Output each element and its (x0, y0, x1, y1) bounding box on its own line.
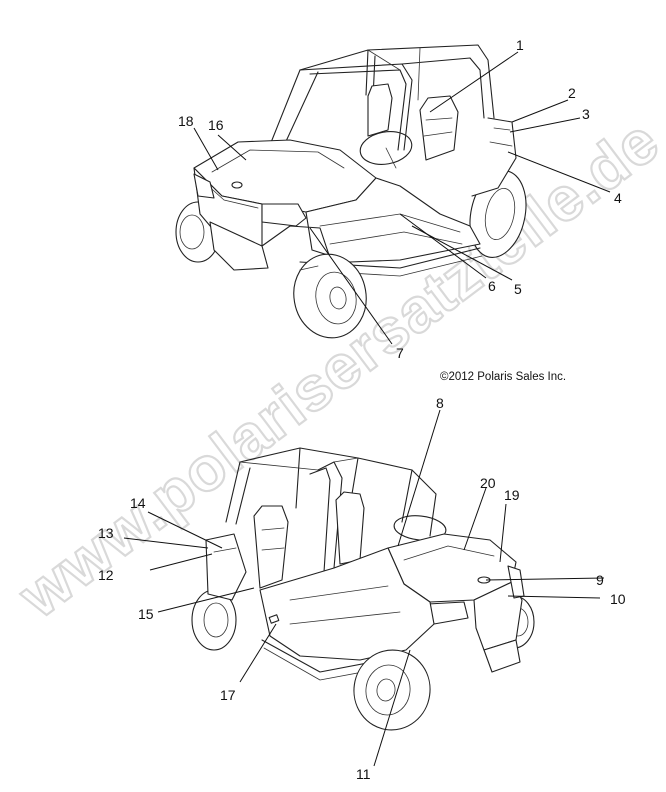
callout-5: 5 (514, 281, 522, 297)
callout-14: 14 (130, 495, 146, 511)
vehicle-bottom-view (191, 447, 535, 731)
callout-13: 13 (98, 525, 114, 541)
callout-17: 17 (220, 687, 236, 703)
callout-9: 9 (596, 572, 604, 588)
callout-10: 10 (610, 591, 626, 607)
callout-1: 1 (516, 37, 524, 53)
callout-6: 6 (488, 278, 496, 294)
callout-3: 3 (582, 106, 590, 122)
bottom-leader-lines (123, 409, 605, 767)
callout-18: 18 (178, 113, 194, 129)
callout-2: 2 (568, 85, 576, 101)
callout-16: 16 (208, 117, 224, 133)
callout-7: 7 (396, 345, 404, 361)
callout-11: 11 (356, 766, 371, 782)
callout-20: 20 (480, 475, 496, 491)
callout-15: 15 (138, 606, 154, 622)
callout-labels: 1 2 3 4 5 6 7 8 9 10 11 12 13 14 15 16 1… (98, 37, 626, 782)
callout-12: 12 (98, 567, 114, 583)
top-leader-lines (193, 51, 611, 345)
callout-8: 8 (436, 395, 444, 411)
callout-19: 19 (504, 487, 520, 503)
copyright-text: ©2012 Polaris Sales Inc. (440, 371, 566, 383)
callout-4: 4 (614, 190, 622, 206)
